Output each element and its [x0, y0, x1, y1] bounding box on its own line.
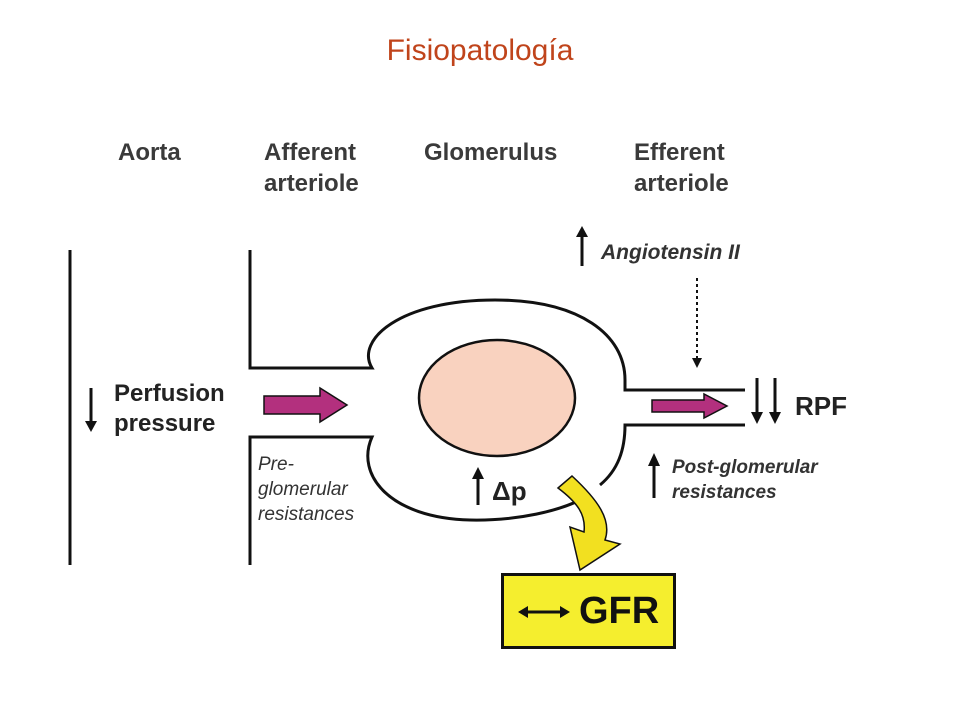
post-line2: resistances [672, 482, 777, 503]
gfr-box: GFR [501, 573, 676, 649]
angiotensin-label: Angiotensin II [601, 241, 740, 264]
up-arrow-icon [472, 467, 484, 505]
efferent-arteriole-label: Efferent arteriole [634, 137, 729, 199]
filtration-arrow [556, 474, 622, 572]
afferent-flow-arrow [263, 386, 349, 424]
post-glomerular-label: Post-glomerular resistances [672, 455, 818, 505]
pre-line1: Pre- [258, 454, 294, 475]
pre-line3: resistances [258, 504, 355, 525]
glomerulus-label: Glomerulus [424, 139, 558, 166]
pre-glomerular-label: Pre- glomerular resistances [258, 452, 354, 527]
up-arrow-icon [648, 453, 660, 498]
afferent-arteriole-label: Afferent arteriole [264, 137, 359, 199]
delta-p-label: Δp [492, 476, 527, 506]
efferent-line1: Efferent [634, 139, 725, 166]
afferent-lower-wall [248, 435, 581, 565]
down-arrow-icon [85, 388, 97, 432]
glomerulus-capillary [417, 338, 577, 458]
efferent-flow-arrow [651, 392, 729, 420]
slide-title: Fisiopatología [386, 34, 574, 67]
perfusion-line1: Perfusion [114, 380, 225, 407]
perfusion-line2: pressure [114, 410, 216, 437]
efferent-line2: arteriole [634, 170, 729, 197]
aorta-label: Aorta [118, 139, 181, 166]
efferent-lower-wall [599, 423, 745, 487]
afferent-line1: Afferent [264, 139, 357, 166]
double-down-arrow-icon [751, 378, 781, 424]
left-right-arrow-icon [518, 606, 570, 618]
up-arrow-icon [576, 226, 588, 266]
post-line1: Post-glomerular [672, 457, 818, 478]
afferent-line2: arteriole [264, 170, 359, 197]
perfusion-pressure-label: Perfusion pressure [114, 379, 225, 439]
afferent-upper-wall [248, 250, 745, 392]
dotted-down-arrow-icon [692, 278, 702, 368]
gfr-label: GFR [579, 590, 660, 632]
pre-line2: glomerular [258, 479, 348, 500]
rpf-label: RPF [795, 391, 847, 421]
